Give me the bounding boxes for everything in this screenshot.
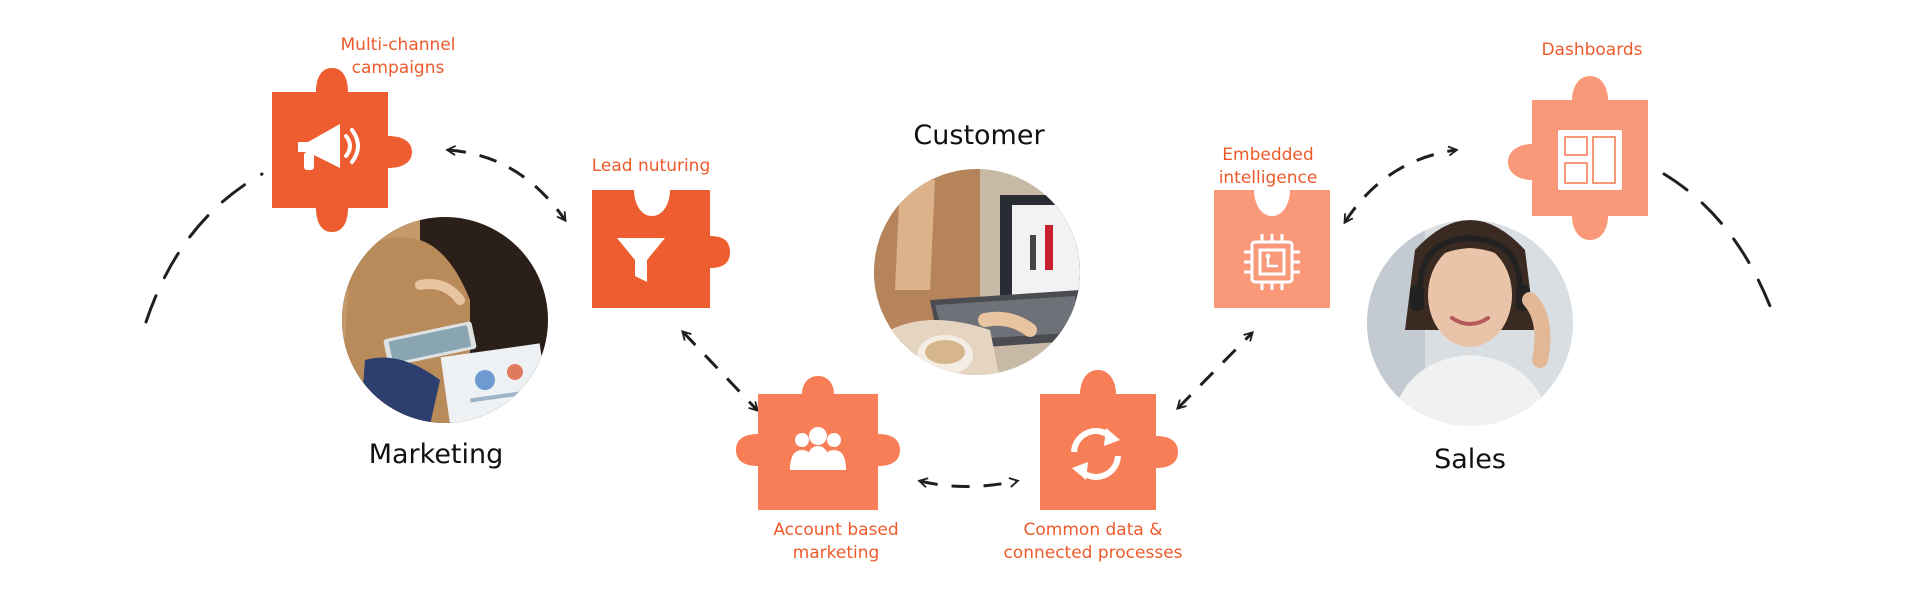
puzzle-common-data <box>1040 370 1178 510</box>
group-label-marketing: Marketing <box>369 439 504 470</box>
connector-embedded-dashboards <box>1345 150 1456 222</box>
label-common-data-line2: connected processes <box>1003 543 1182 563</box>
marketing-photo <box>342 217 548 423</box>
dashboard-icon <box>1558 130 1622 190</box>
people-icon <box>790 427 846 470</box>
sync-icon <box>1071 428 1121 480</box>
outer-arc-right <box>1662 172 1778 324</box>
puzzle-dashboards <box>1508 76 1648 240</box>
puzzle-account-based-marketing <box>736 376 900 510</box>
label-common-data-line1: Common data & <box>1024 520 1163 540</box>
puzzle-multi-channel-campaigns <box>272 68 412 232</box>
label-multi-channel-line1: Multi-channel <box>341 35 456 55</box>
chip-icon <box>1244 234 1300 290</box>
label-embedded-line1: Embedded <box>1222 145 1313 165</box>
customer-photo <box>874 169 1080 375</box>
group-label-customer: Customer <box>913 120 1045 151</box>
label-multi-channel-line2: campaigns <box>352 58 445 78</box>
label-account-based-line1: Account based <box>773 520 898 540</box>
connector-multichannel-lead <box>448 150 565 220</box>
connector-lead-account <box>683 332 757 410</box>
label-dashboards: Dashboards <box>1541 40 1642 60</box>
outer-arc-left <box>144 172 264 324</box>
label-embedded-line2: intelligence <box>1219 168 1318 188</box>
group-label-sales: Sales <box>1434 444 1506 475</box>
connector-account-common <box>920 481 1017 488</box>
puzzle-lead-nuturing <box>592 190 730 308</box>
funnel-icon <box>617 238 665 282</box>
megaphone-icon <box>298 124 360 170</box>
connector-common-embedded <box>1178 333 1252 408</box>
puzzle-embedded-intelligence <box>1214 190 1330 308</box>
sales-photo <box>1367 220 1573 426</box>
label-lead-nuturing: Lead nuturing <box>592 156 711 176</box>
label-account-based-line2: marketing <box>793 543 880 563</box>
